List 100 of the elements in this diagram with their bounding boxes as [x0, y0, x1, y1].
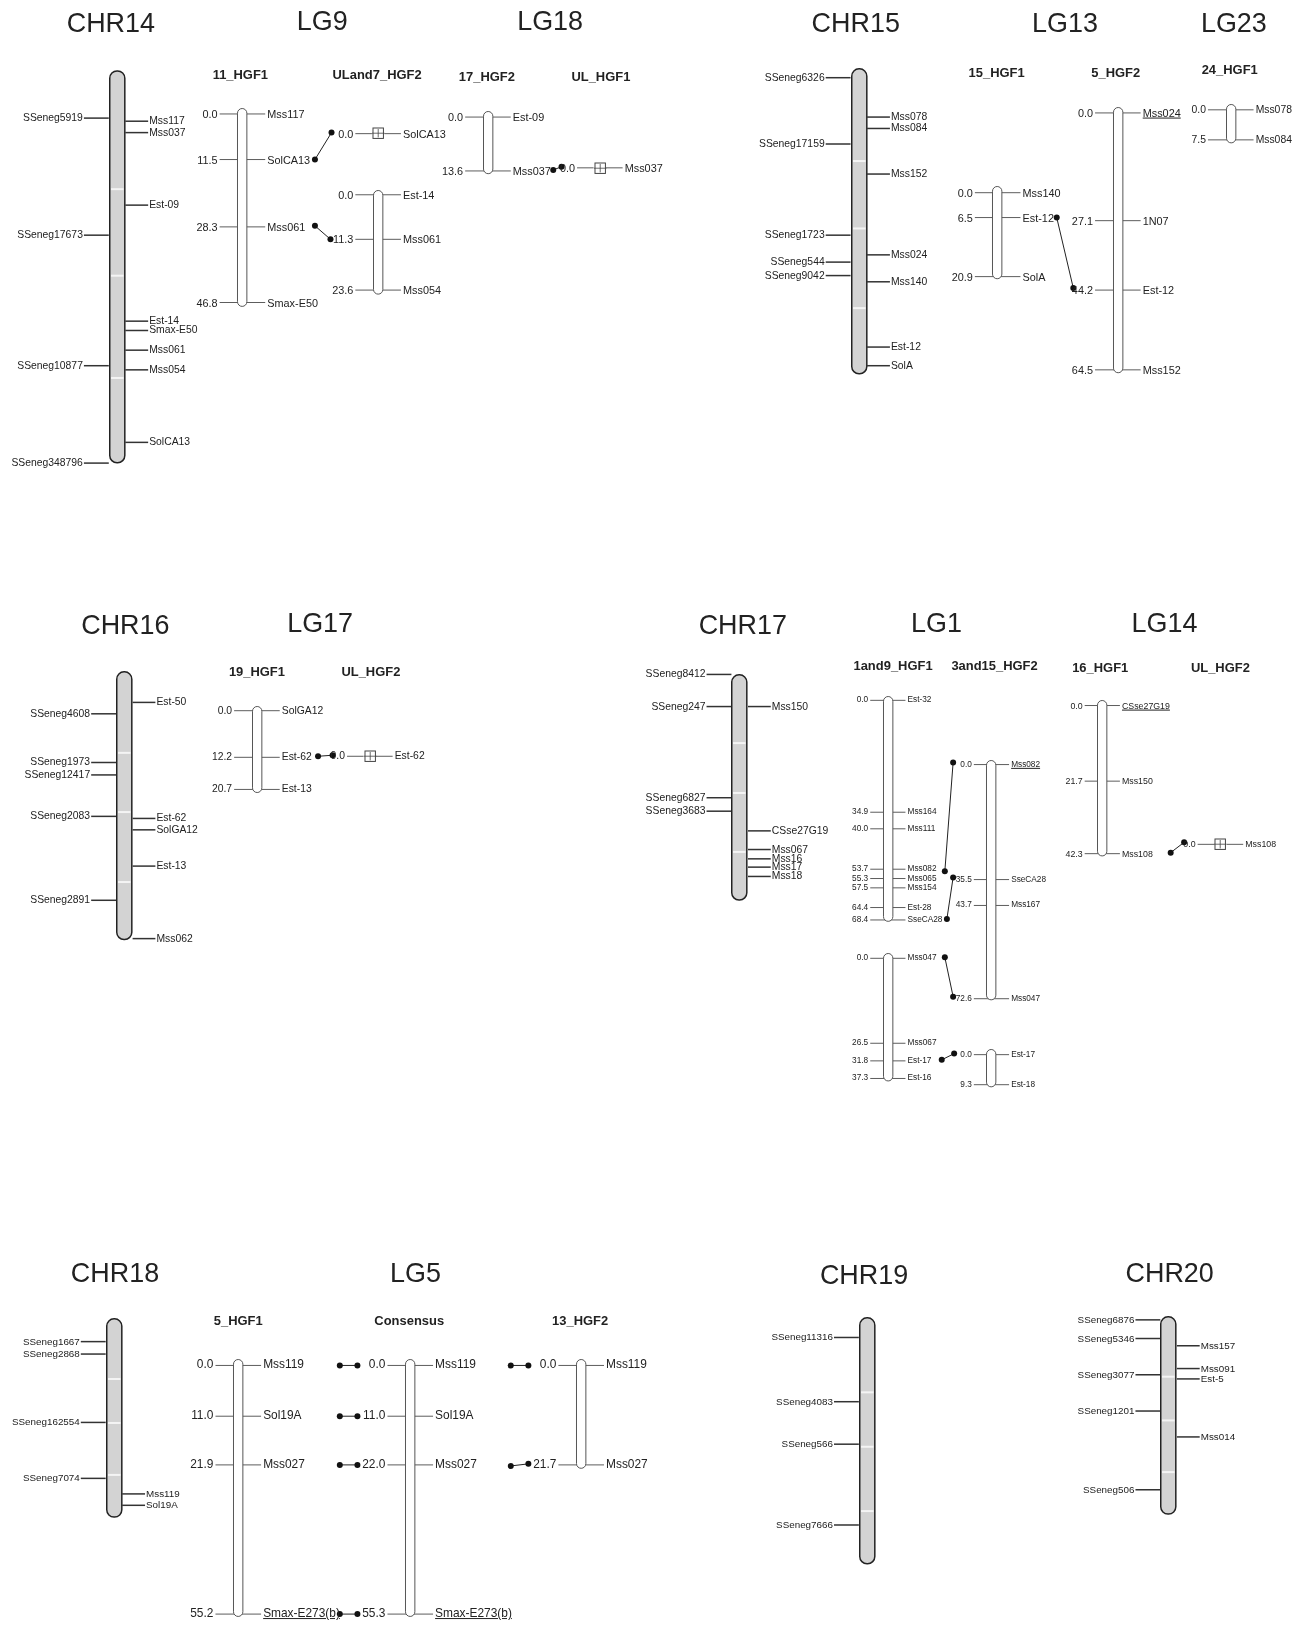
position-value: 21.7	[533, 1458, 557, 1471]
marker-label: Est-62	[281, 752, 312, 763]
marker-label: Mss119	[435, 1359, 476, 1372]
marker-label: Est-12	[1142, 284, 1175, 296]
map-heading: 1and9_HGF1	[853, 659, 933, 673]
marker-label: SSeneg247	[651, 701, 706, 712]
marker-label: Mss17	[771, 861, 803, 872]
marker-label: SolA	[1022, 271, 1046, 283]
map-title: LG13	[1032, 9, 1098, 37]
linkage-group-bar	[372, 189, 384, 295]
connector-line	[550, 163, 565, 173]
map-title: CHR17	[698, 611, 787, 639]
position-value: 28.3	[196, 221, 218, 233]
marker-label: Est-13	[281, 784, 312, 795]
marker-label: SolCA13	[403, 128, 446, 140]
marker-label: Mss024	[890, 249, 928, 260]
marker-label: SSeneg566	[781, 1439, 833, 1450]
marker-label: Est-62	[156, 813, 187, 824]
marker-label: SSeneg3077	[1077, 1369, 1135, 1380]
linkage-group-bar	[882, 953, 894, 1082]
position-value: 20.9	[951, 271, 973, 283]
position-value: 21.7	[1065, 776, 1083, 786]
marker-label: Mss119	[146, 1489, 180, 1499]
linkage-group-bar	[251, 705, 263, 793]
position-value: 11.3	[332, 233, 354, 245]
marker-label: Mss150	[771, 701, 809, 712]
marker-label: Mss078	[1255, 104, 1292, 115]
marker-label: SSeneg7666	[776, 1520, 833, 1530]
marker-label: Mss067	[907, 1039, 937, 1048]
map-heading: 19_HGF1	[228, 665, 285, 679]
marker-label: Est-12	[890, 341, 921, 353]
position-value: 64.4	[852, 903, 869, 912]
marker-label: SSeneg348796	[11, 457, 83, 469]
connector-line	[1167, 839, 1188, 856]
marker-label: Mss117	[149, 116, 185, 127]
marker-label: Est-18	[1011, 1080, 1035, 1089]
position-value: 46.8	[196, 297, 218, 308]
connector-line	[336, 1611, 361, 1618]
marker-label: Est-12	[1022, 212, 1054, 223]
position-value: 9.3	[960, 1080, 972, 1089]
marker-label: SolCA13	[267, 154, 311, 165]
marker-label: Mss140	[1022, 187, 1061, 199]
connector-line	[311, 222, 334, 243]
marker-label: Mss082	[907, 865, 937, 874]
position-value: 0.0	[338, 128, 354, 140]
marker-label: SSeneg3683	[645, 806, 706, 817]
marker-label: Mss157	[1200, 1340, 1236, 1351]
marker-label: Est-17	[907, 1056, 932, 1065]
marker-label: SseCA28	[907, 915, 943, 925]
map-heading: 17_HGF2	[458, 70, 515, 84]
marker-label: SolGA12	[156, 824, 198, 835]
position-value: 0.0	[1191, 104, 1206, 115]
marker-label: Sol19A	[146, 1500, 178, 1511]
position-value: 0.0	[960, 1050, 972, 1059]
chromosome-bar	[108, 70, 126, 465]
marker-label: SSeneg17159	[759, 138, 825, 150]
marker-label: SSeneg2891	[30, 895, 91, 906]
marker-label: Mss047	[1011, 994, 1041, 1003]
position-value: 0.0	[1070, 701, 1083, 710]
map-heading: 15_HGF1	[968, 66, 1025, 79]
position-value: 6.5	[957, 212, 973, 223]
connector-line	[336, 1362, 361, 1369]
position-value: 40.0	[852, 824, 869, 833]
marker-label: SSeneg544	[770, 256, 825, 268]
linkage-group-bar	[482, 110, 494, 175]
position-value: 37.3	[852, 1074, 869, 1083]
map-heading: UL_HGF1	[571, 70, 631, 84]
marker-label: SSeneg506	[1083, 1484, 1135, 1495]
marker-label: SSeneg162554	[12, 1417, 80, 1428]
marker-label: SSeneg4608	[30, 708, 91, 719]
map-title: CHR14	[66, 9, 155, 37]
linkage-group-bar	[986, 760, 997, 1001]
map-heading: 13_HGF2	[552, 1314, 609, 1328]
map-title: CHR16	[81, 611, 170, 639]
position-value: 0.0	[539, 1359, 557, 1372]
position-value: 0.0	[957, 187, 973, 199]
marker-label: Mss164	[907, 808, 937, 817]
position-value: 0.0	[448, 111, 464, 123]
chromosome-bar	[105, 1317, 123, 1518]
marker-label: SSeneg4083	[776, 1396, 833, 1407]
marker-label: SSeneg6876	[1077, 1314, 1135, 1325]
marker-label: Est-32	[907, 696, 932, 705]
marker-label: Mss082	[1011, 760, 1041, 769]
marker-label: Est-62	[394, 751, 425, 762]
marker-label: Est-14	[149, 316, 180, 326]
linkage-group-bar	[1097, 700, 1108, 857]
position-value: 55.2	[190, 1608, 214, 1621]
position-value: 72.6	[955, 994, 972, 1003]
marker-label: SseCA28	[1011, 875, 1047, 884]
marker-label: Est-16	[907, 1074, 932, 1083]
position-value: 0.0	[856, 696, 869, 705]
marker-label: Mss084	[890, 123, 928, 134]
position-value: 11.5	[197, 154, 218, 165]
marker-label: Mss108	[1122, 849, 1153, 859]
map-heading: 11_HGF1	[212, 68, 269, 82]
map-title: CHR15	[811, 9, 900, 37]
position-value: 0.0	[338, 189, 354, 201]
map-title: LG5	[390, 1259, 441, 1287]
marker-label: Mss119	[606, 1359, 647, 1372]
marker-label: Est-09	[512, 111, 545, 123]
